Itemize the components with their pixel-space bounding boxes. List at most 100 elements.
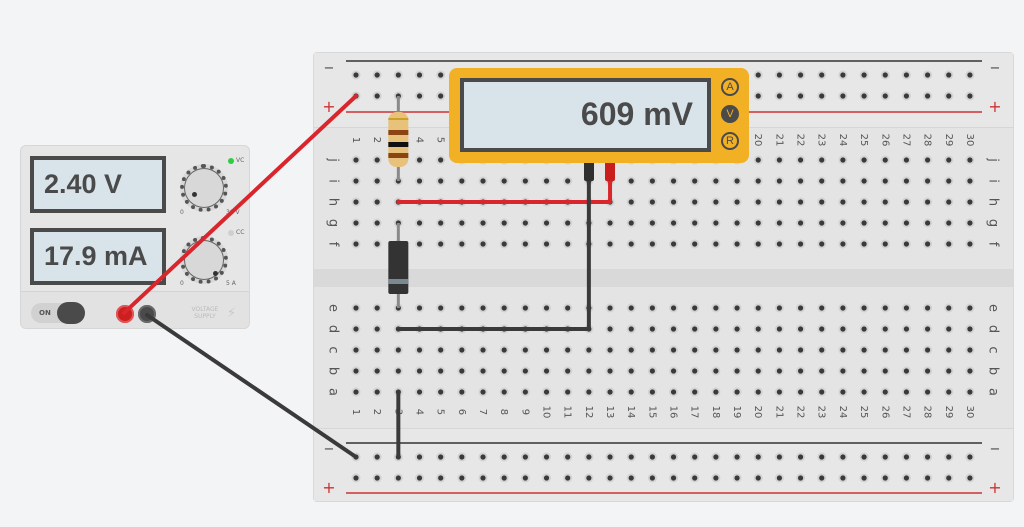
breadboard-hole[interactable] xyxy=(946,199,952,205)
breadboard-hole[interactable] xyxy=(819,241,825,247)
breadboard-hole[interactable] xyxy=(713,475,719,481)
breadboard-hole[interactable] xyxy=(649,220,655,226)
breadboard-hole[interactable] xyxy=(946,178,952,184)
breadboard-hole[interactable] xyxy=(628,368,634,374)
red-wire-probe[interactable] xyxy=(396,168,613,204)
breadboard-hole[interactable] xyxy=(395,475,401,481)
breadboard-hole[interactable] xyxy=(734,241,740,247)
breadboard-hole[interactable] xyxy=(819,72,825,78)
breadboard-hole[interactable] xyxy=(797,241,804,247)
breadboard-hole[interactable] xyxy=(353,347,359,353)
breadboard-hole[interactable] xyxy=(924,220,931,226)
breadboard-hole[interactable] xyxy=(353,241,359,247)
breadboard-hole[interactable] xyxy=(670,220,677,226)
breadboard-hole[interactable] xyxy=(438,93,444,99)
breadboard-hole[interactable] xyxy=(967,157,973,163)
breadboard-hole[interactable] xyxy=(607,305,613,311)
breadboard-hole[interactable] xyxy=(374,475,380,481)
breadboard-hole[interactable] xyxy=(776,454,783,460)
breadboard-hole[interactable] xyxy=(882,389,888,395)
breadboard-hole[interactable] xyxy=(861,93,867,99)
mode-ohmmeter-button[interactable]: R xyxy=(721,132,739,150)
multimeter-black-probe[interactable] xyxy=(584,163,594,181)
breadboard-hole[interactable] xyxy=(903,241,910,247)
breadboard-hole[interactable] xyxy=(819,326,825,332)
breadboard-hole[interactable] xyxy=(416,241,423,247)
breadboard-hole[interactable] xyxy=(903,72,910,78)
breadboard-hole[interactable] xyxy=(480,347,486,353)
breadboard-hole[interactable] xyxy=(607,241,613,247)
breadboard-hole[interactable] xyxy=(374,368,380,374)
breadboard-hole[interactable] xyxy=(819,475,825,481)
breadboard-hole[interactable] xyxy=(438,475,444,481)
breadboard-hole[interactable] xyxy=(734,347,740,353)
breadboard-hole[interactable] xyxy=(924,157,931,163)
breadboard-hole[interactable] xyxy=(819,157,825,163)
breadboard-hole[interactable] xyxy=(861,347,867,353)
breadboard-hole[interactable] xyxy=(797,157,804,163)
breadboard-hole[interactable] xyxy=(501,368,507,374)
breadboard-hole[interactable] xyxy=(607,368,613,374)
breadboard-hole[interactable] xyxy=(946,347,952,353)
breadboard-hole[interactable] xyxy=(924,368,931,374)
breadboard-hole[interactable] xyxy=(607,220,613,226)
breadboard-hole[interactable] xyxy=(755,454,761,460)
breadboard-hole[interactable] xyxy=(416,475,423,481)
breadboard-hole[interactable] xyxy=(607,326,613,332)
breadboard-hole[interactable] xyxy=(967,199,973,205)
breadboard-hole[interactable] xyxy=(438,454,444,460)
breadboard-hole[interactable] xyxy=(755,326,761,332)
breadboard-hole[interactable] xyxy=(946,72,952,78)
breadboard-hole[interactable] xyxy=(501,220,507,226)
breadboard-hole[interactable] xyxy=(586,454,592,460)
breadboard-hole[interactable] xyxy=(734,454,740,460)
breadboard-hole[interactable] xyxy=(522,475,528,481)
breadboard-hole[interactable] xyxy=(649,178,655,184)
breadboard-hole[interactable] xyxy=(967,454,973,460)
breadboard-hole[interactable] xyxy=(607,389,613,395)
breadboard-hole[interactable] xyxy=(670,389,677,395)
breadboard-hole[interactable] xyxy=(734,368,740,374)
breadboard-hole[interactable] xyxy=(903,475,910,481)
breadboard-hole[interactable] xyxy=(374,454,380,460)
breadboard-hole[interactable] xyxy=(776,368,783,374)
breadboard-hole[interactable] xyxy=(840,93,846,99)
breadboard-hole[interactable] xyxy=(649,368,655,374)
breadboard-hole[interactable] xyxy=(501,454,507,460)
breadboard-hole[interactable] xyxy=(459,220,465,226)
breadboard-hole[interactable] xyxy=(797,305,804,311)
breadboard-hole[interactable] xyxy=(819,220,825,226)
breadboard-hole[interactable] xyxy=(692,347,698,353)
breadboard-hole[interactable] xyxy=(480,305,486,311)
breadboard-hole[interactable] xyxy=(819,93,825,99)
breadboard-hole[interactable] xyxy=(628,178,634,184)
breadboard-hole[interactable] xyxy=(797,454,804,460)
breadboard-hole[interactable] xyxy=(861,368,867,374)
breadboard-hole[interactable] xyxy=(416,178,423,184)
breadboard-hole[interactable] xyxy=(353,389,359,395)
breadboard-hole[interactable] xyxy=(861,72,867,78)
breadboard-hole[interactable] xyxy=(924,475,931,481)
breadboard-hole[interactable] xyxy=(565,389,571,395)
breadboard-hole[interactable] xyxy=(797,199,804,205)
breadboard-hole[interactable] xyxy=(586,389,592,395)
breadboard-hole[interactable] xyxy=(416,157,423,163)
breadboard-hole[interactable] xyxy=(946,305,952,311)
breadboard-hole[interactable] xyxy=(543,454,550,460)
breadboard-hole[interactable] xyxy=(374,347,380,353)
breadboard-hole[interactable] xyxy=(416,220,423,226)
breadboard-hole[interactable] xyxy=(607,347,613,353)
breadboard-hole[interactable] xyxy=(840,368,846,374)
breadboard-hole[interactable] xyxy=(395,368,401,374)
breadboard-hole[interactable] xyxy=(755,93,761,99)
breadboard-hole[interactable] xyxy=(353,305,359,311)
breadboard-hole[interactable] xyxy=(967,305,973,311)
breadboard-hole[interactable] xyxy=(438,347,444,353)
breadboard-hole[interactable] xyxy=(924,305,931,311)
breadboard-hole[interactable] xyxy=(374,72,380,78)
breadboard-hole[interactable] xyxy=(861,454,867,460)
breadboard-hole[interactable] xyxy=(946,93,952,99)
breadboard-hole[interactable] xyxy=(374,178,380,184)
breadboard-hole[interactable] xyxy=(649,305,655,311)
breadboard-hole[interactable] xyxy=(670,241,677,247)
